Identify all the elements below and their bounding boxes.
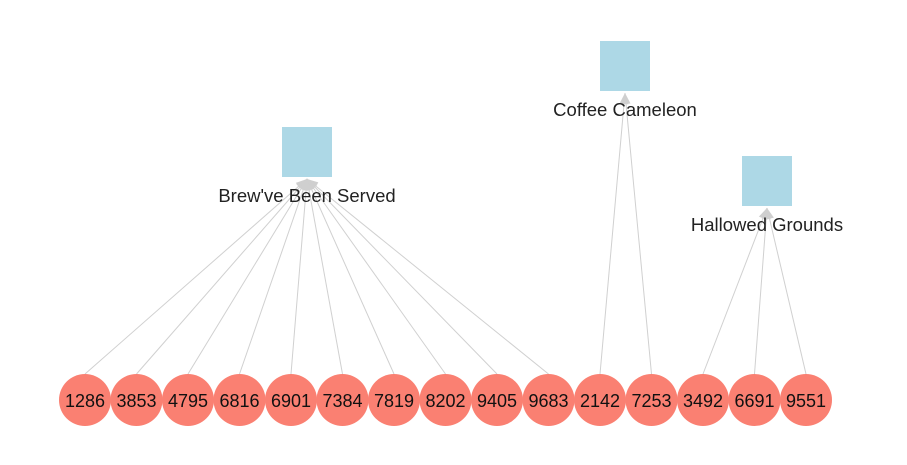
- person-label: 3853: [116, 391, 156, 411]
- person-label: 8202: [425, 391, 465, 411]
- shop-square: [742, 156, 792, 206]
- edge-7819-to-brew: [306, 178, 395, 375]
- edge-7384-to-brew: [306, 178, 343, 375]
- person-node-6691[interactable]: 6691: [728, 374, 781, 426]
- shop-node-brew[interactable]: Brew've Been Served: [218, 127, 396, 206]
- person-circle: [110, 374, 163, 426]
- person-node-9683[interactable]: 9683: [522, 374, 575, 426]
- person-node-9551[interactable]: 9551: [780, 374, 832, 426]
- shop-node-hallowed[interactable]: Hallowed Grounds: [691, 156, 843, 235]
- person-circle: [162, 374, 214, 426]
- person-label: 2142: [580, 391, 620, 411]
- person-label: 9405: [477, 391, 517, 411]
- edge-9683-to-brew: [306, 178, 549, 375]
- person-label: 3492: [683, 391, 723, 411]
- person-node-3853[interactable]: 3853: [110, 374, 163, 426]
- shop-label: Brew've Been Served: [218, 185, 395, 206]
- person-label: 1286: [65, 391, 105, 411]
- person-node-1286[interactable]: 1286: [59, 374, 111, 426]
- person-label: 6816: [219, 391, 259, 411]
- edge-6901-to-brew: [290, 178, 308, 375]
- person-label: 7253: [631, 391, 671, 411]
- person-node-6901[interactable]: 6901: [265, 374, 317, 426]
- person-label: 4795: [168, 391, 208, 411]
- person-node-8202[interactable]: 8202: [419, 374, 472, 426]
- person-node-2142[interactable]: 2142: [574, 374, 626, 426]
- person-circle: [213, 374, 266, 426]
- edge-7253-to-cameleon: [624, 92, 652, 375]
- edge-6816-to-brew: [239, 178, 308, 375]
- person-circle: [59, 374, 111, 426]
- shop-square: [600, 41, 650, 91]
- arrowhead-9551: [765, 208, 774, 220]
- person-node-3492[interactable]: 3492: [677, 374, 729, 426]
- person-label: 9683: [528, 391, 568, 411]
- person-label: 7384: [322, 391, 362, 411]
- person-circle: [419, 374, 472, 426]
- nodes-layer: Brew've Been Served Coffee CameleonHallow…: [59, 41, 843, 426]
- person-label: 6901: [271, 391, 311, 411]
- shop-square: [282, 127, 332, 177]
- person-circle: [574, 374, 626, 426]
- shop-label: Coffee Cameleon: [553, 99, 697, 120]
- person-circle: [265, 374, 317, 426]
- edge-4795-to-brew: [187, 178, 308, 375]
- edge-8202-to-brew: [306, 178, 446, 375]
- edges-layer: [84, 92, 807, 375]
- edge-3853-to-brew: [136, 178, 308, 375]
- shop-node-cameleon[interactable]: Coffee Cameleon: [553, 41, 697, 120]
- person-node-7819[interactable]: 7819: [368, 374, 420, 426]
- person-node-9405[interactable]: 9405: [471, 374, 523, 426]
- edge-9551-to-hallowed: [766, 207, 807, 375]
- edge-2142-to-cameleon: [599, 92, 626, 375]
- person-circle: [368, 374, 420, 426]
- person-label: 9551: [786, 391, 826, 411]
- person-node-6816[interactable]: 6816: [213, 374, 266, 426]
- person-circle: [316, 374, 369, 426]
- person-label: 6691: [734, 391, 774, 411]
- person-circle: [625, 374, 678, 426]
- person-node-7384[interactable]: 7384: [316, 374, 369, 426]
- edge-3492-to-hallowed: [702, 207, 768, 375]
- arrowhead-9683: [307, 179, 319, 190]
- edge-1286-to-brew: [84, 178, 308, 375]
- person-node-4795[interactable]: 4795: [162, 374, 214, 426]
- person-label: 7819: [374, 391, 414, 411]
- person-circle: [522, 374, 575, 426]
- person-node-7253[interactable]: 7253: [625, 374, 678, 426]
- arrowhead-7253: [621, 93, 631, 105]
- edge-9405-to-brew: [306, 178, 498, 375]
- person-circle: [780, 374, 832, 426]
- person-circle: [471, 374, 523, 426]
- edge-6691-to-hallowed: [754, 207, 768, 375]
- person-circle: [728, 374, 781, 426]
- person-circle: [677, 374, 729, 426]
- shop-label: Hallowed Grounds: [691, 214, 843, 235]
